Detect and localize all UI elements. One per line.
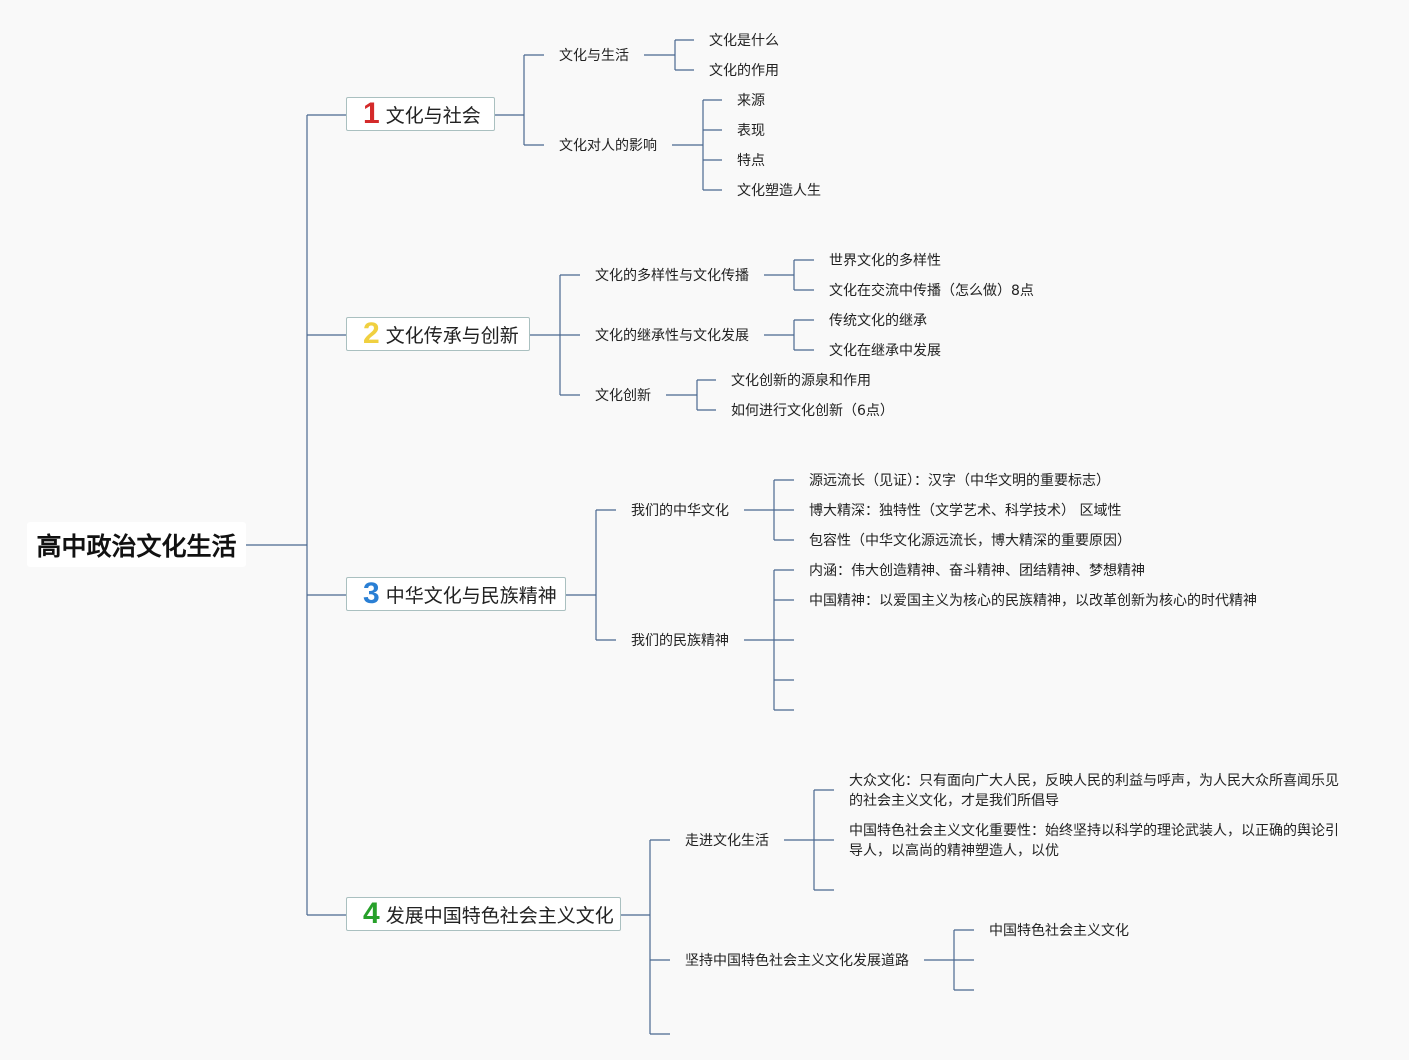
topic-2-node[interactable]: 2 文化传承与创新 [346,317,530,351]
subtopic-1-2[interactable]: 文化对人的影响 [559,138,657,154]
subtopic-3-1[interactable]: 我们的中华文化 [631,503,729,519]
leaf-2-1-2[interactable]: 文化在交流中传播（怎么做）8点 [829,283,1034,299]
subtopic-4-1[interactable]: 走进文化生活 [685,833,769,849]
topic-2-label: 文化传承与创新 [385,324,519,347]
topic-4-label: 发展中国特色社会主义文化 [385,904,614,927]
subtopic-4-2[interactable]: 坚持中国特色社会主义文化发展道路 [685,953,909,969]
leaf-1-1-1[interactable]: 文化是什么 [709,33,779,49]
leaf-1-2-3[interactable]: 特点 [737,153,765,169]
leaf-4-2-1[interactable]: 中国特色社会主义文化 [989,923,1129,939]
subtopic-3-2[interactable]: 我们的民族精神 [631,633,729,649]
subtopic-2-2[interactable]: 文化的继承性与文化发展 [595,328,749,344]
leaf-2-2-2[interactable]: 文化在继承中发展 [829,343,941,359]
leaf-1-2-1[interactable]: 来源 [737,93,765,109]
topic-3-label: 中华文化与民族精神 [385,584,557,607]
leaf-3-2-2[interactable]: 中国精神：以爱国主义为核心的民族精神，以改革创新为核心的时代精神 [809,593,1257,609]
root-node[interactable]: 高中政治文化生活 [27,522,246,567]
topic-1-number: 1 [363,97,380,130]
topic-4-number: 4 [363,897,380,930]
topic-3-node[interactable]: 3 中华文化与民族精神 [346,577,566,611]
leaf-1-2-4[interactable]: 文化塑造人生 [737,183,821,199]
leaf-2-3-1[interactable]: 文化创新的源泉和作用 [731,373,871,389]
leaf-3-1-1[interactable]: 源远流长（见证）：汉字（中华文明的重要标志） [809,473,1110,489]
topic-4-node[interactable]: 4 发展中国特色社会主义文化 [346,897,621,931]
subtopic-2-3[interactable]: 文化创新 [595,388,651,404]
leaf-3-1-3[interactable]: 包容性（中华文化源远流长，博大精深的重要原因） [809,533,1131,549]
topic-2-number: 2 [363,317,380,350]
subtopic-1-1[interactable]: 文化与生活 [559,48,629,64]
topic-3-number: 3 [363,577,380,610]
leaf-4-1-2[interactable]: 中国特色社会主义文化重要性：始终坚持以科学的理论武装人，以正确的舆论引导人，以高… [849,823,1339,859]
leaf-2-1-1[interactable]: 世界文化的多样性 [829,253,941,269]
leaf-1-2-2[interactable]: 表现 [737,123,765,139]
topic-1-node[interactable]: 1 文化与社会 [346,97,495,131]
leaf-1-1-2[interactable]: 文化的作用 [709,63,779,79]
leaf-2-3-2[interactable]: 如何进行文化创新（6点） [731,403,894,419]
subtopic-2-1[interactable]: 文化的多样性与文化传播 [595,268,749,284]
topic-1-label: 文化与社会 [385,104,481,127]
leaf-4-1-1[interactable]: 大众文化：只有面向广大人民，反映人民的利益与呼声，为人民大众所喜闻乐见的社会主义… [849,773,1339,809]
leaf-3-1-2[interactable]: 博大精深：独特性（文学艺术、科学技术） 区域性 [809,503,1122,519]
leaf-2-2-1[interactable]: 传统文化的继承 [829,313,927,329]
leaf-3-2-1[interactable]: 内涵：伟大创造精神、奋斗精神、团结精神、梦想精神 [809,563,1145,579]
